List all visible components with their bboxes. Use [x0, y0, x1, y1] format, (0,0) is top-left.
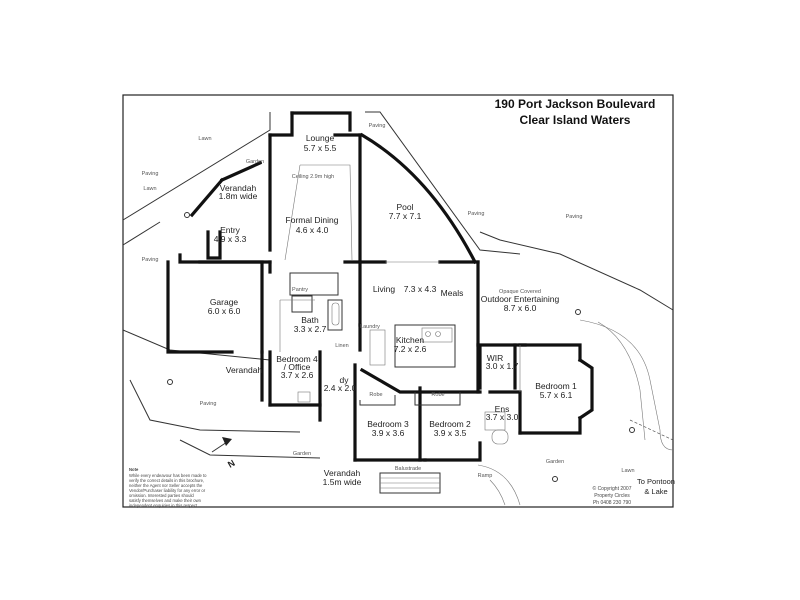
verandah-steps [379, 472, 441, 494]
bedroom1-name: Bedroom 1 [535, 381, 577, 391]
verandah-bottom-name: Verandah [324, 468, 361, 478]
paving-label-5: Paving [142, 257, 159, 263]
entry-name: Entry [220, 225, 241, 235]
entry-size: 4.9 x 3.3 [214, 234, 247, 244]
lawn-label-2: Lawn [143, 186, 156, 192]
site-labels: Lawn Lawn Lawn Paving Paving Paving Pavi… [142, 123, 675, 496]
verandah-left-name: Verandah [226, 365, 263, 375]
lounge-size: 5.7 x 5.5 [304, 143, 337, 153]
room-labels: Lounge 5.7 x 5.5 Verandah 1.8m wide Entr… [208, 133, 577, 487]
study-name: dy [340, 375, 350, 385]
garden-label-2: Garden [293, 451, 311, 457]
note-line: independent enquiries in this respect. [129, 503, 198, 508]
lake-label: & Lake [644, 487, 667, 496]
living-name: Living [373, 284, 395, 294]
copyright-line-1: © Copyright 2007 [593, 485, 632, 492]
verandah-bottom-size: 1.5m wide [323, 477, 362, 487]
pool-size: 7.7 x 7.1 [389, 211, 422, 221]
kitchen-size: 7.2 x 2.6 [394, 344, 427, 354]
note-line: Vendor/Purchaser liability for any error… [129, 488, 206, 493]
bedroom2-name: Bedroom 2 [429, 419, 471, 429]
ramp-label: Ramp [478, 473, 493, 479]
wir-name: WIR [487, 353, 504, 363]
paving-label-4: Paving [566, 214, 583, 220]
lawn-label-3: Lawn [621, 468, 634, 474]
title-line-2: Clear Island Waters [520, 113, 631, 127]
north-arrow: N [211, 437, 237, 470]
lawn-label-1: Lawn [198, 136, 211, 142]
garage-size: 6.0 x 6.0 [208, 306, 241, 316]
garden-label-3: Garden [546, 459, 564, 465]
pontoon-label: To Pontoon [637, 477, 675, 486]
garden-label-1: Garden [246, 159, 264, 165]
paving-label-2: Paving [369, 123, 386, 129]
kitchen-name: Kitchen [396, 335, 425, 345]
wir-size: 3.0 x 1.7 [486, 361, 519, 371]
note-line: While every endeavour has been made to [129, 473, 207, 478]
balustrade-label: Balustrade [395, 466, 421, 472]
bedroom3-size: 3.9 x 3.6 [372, 428, 405, 438]
bedroom4-line2: / Office [284, 362, 311, 372]
bedroom4-name: Bedroom 4 [276, 354, 318, 364]
copyright-line-2: Property Circles [594, 493, 630, 499]
robe-label-1: Robe [369, 392, 382, 398]
note-line: verify the correct details in this broch… [129, 478, 204, 483]
disclaimer-note: Note While every endeavour has been made… [129, 467, 207, 508]
outdoor-name: Outdoor Entertaining [481, 294, 560, 304]
robe-label-2: Robe [431, 392, 444, 398]
site-boundaries [122, 111, 674, 506]
bedroom2-size: 3.9 x 3.5 [434, 428, 467, 438]
north-label: N [226, 458, 237, 470]
pantry-label: Pantry [292, 287, 308, 293]
title-line-1: 190 Port Jackson Boulevard [495, 97, 656, 111]
formal-dining-name: Formal Dining [286, 215, 339, 225]
note-line: neither the Agent nor Seller accepts the [129, 483, 203, 488]
pool-name: Pool [396, 202, 413, 212]
note-line: omission. Interested parties should [129, 493, 194, 498]
pool-curve [359, 132, 478, 265]
bath-size: 3.3 x 2.7 [294, 324, 327, 334]
ceiling-label: Ceiling 2.9m high [292, 174, 335, 180]
walls [166, 111, 594, 462]
linen-label: Linen [335, 343, 348, 349]
ens-size: 3.7 x 3.0 [486, 412, 519, 422]
study-size: 2.4 x 2.0 [324, 383, 357, 393]
outdoor-size: 8.7 x 6.0 [504, 303, 537, 313]
outdoor-note: Opaque Covered [499, 289, 541, 295]
ens-name: Ens [495, 404, 510, 414]
note-line: satisfy themselves and make their own [129, 498, 202, 503]
bedroom4-size: 3.7 x 2.6 [281, 370, 314, 380]
interior-fixtures [279, 164, 521, 445]
plan-frame [122, 94, 674, 508]
note-heading: Note [129, 467, 139, 472]
paving-label-1: Paving [142, 171, 159, 177]
bedroom3-name: Bedroom 3 [367, 419, 409, 429]
living-size: 7.3 x 4.3 [404, 284, 437, 294]
bath-name: Bath [301, 315, 319, 325]
paving-label-6: Paving [200, 401, 217, 407]
copyright-line-3: Ph 0408 230 790 [593, 500, 631, 506]
paving-label-3: Paving [468, 211, 485, 217]
verandah-top-size: 1.8m wide [219, 191, 258, 201]
formal-dining-size: 4.6 x 4.0 [296, 225, 329, 235]
laundry-label: Laundry [360, 324, 380, 330]
lounge-name: Lounge [306, 133, 335, 143]
meals-name: Meals [441, 288, 464, 298]
verandah-top-name: Verandah [220, 183, 257, 193]
bedroom1-size: 5.7 x 6.1 [540, 390, 573, 400]
garage-name: Garage [210, 297, 239, 307]
copyright-block: © Copyright 2007 Property Circles Ph 040… [593, 485, 632, 506]
